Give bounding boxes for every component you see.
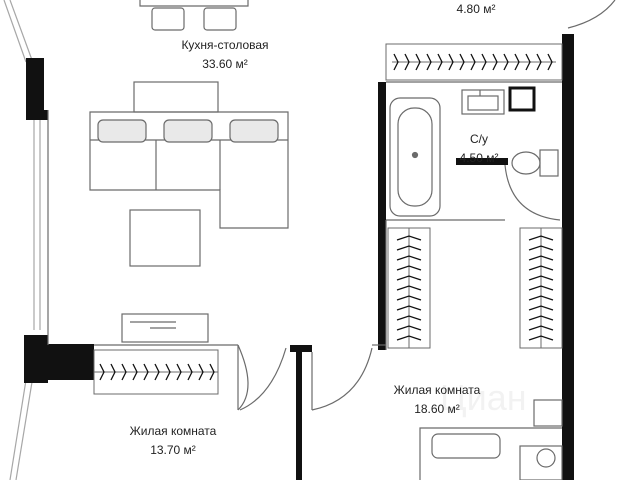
wardrobe-hall-right [519,227,563,349]
tv-unit [121,313,209,343]
living-room-name: Жилая комната [393,383,481,397]
coffee-table [129,209,201,267]
nightstand [533,399,563,427]
sofa [89,111,289,229]
label-living-room: Жилая комната 18.60 м² [372,381,502,419]
bedroom-name: Жилая комната [129,424,217,438]
living-room-area: 18.60 м² [414,402,460,416]
wardrobe-top [385,43,563,81]
console [133,81,219,113]
balcony-arc [567,0,616,29]
partitions [47,81,562,350]
lamp [519,445,563,480]
dining-chairs [139,0,249,31]
label-kitchen-dining: Кухня-столовая 33.60 м² [160,36,290,74]
bathtub [389,97,441,217]
toilet [511,149,559,177]
balcony-area: 4.80 м² [456,2,496,16]
watermark: Циан [440,377,527,418]
bathroom-name: С/у [470,132,488,146]
bed [419,427,562,480]
label-balcony: 4.80 м² [436,0,516,19]
hangers-hall-left [396,235,422,341]
exterior-window-left [3,0,41,480]
kitchen-dining-area: 33.60 м² [202,57,248,71]
hangers-bedroom [99,363,215,381]
hangers-hall-right [528,235,554,341]
sink [461,89,505,115]
wardrobe-hall-left [387,227,431,349]
hangers-top [393,53,553,71]
wardrobe-bedroom [93,349,219,395]
shaft [508,86,536,112]
label-bedroom: Жилая комната 13.70 м² [108,422,238,460]
doors [237,344,373,411]
label-bathroom: С/у 4.50 м² [444,130,514,168]
bathroom-area: 4.50 м² [459,151,499,165]
kitchen-dining-name: Кухня-столовая [181,38,269,52]
walls [24,34,574,480]
bedroom-area: 13.70 м² [150,443,196,457]
